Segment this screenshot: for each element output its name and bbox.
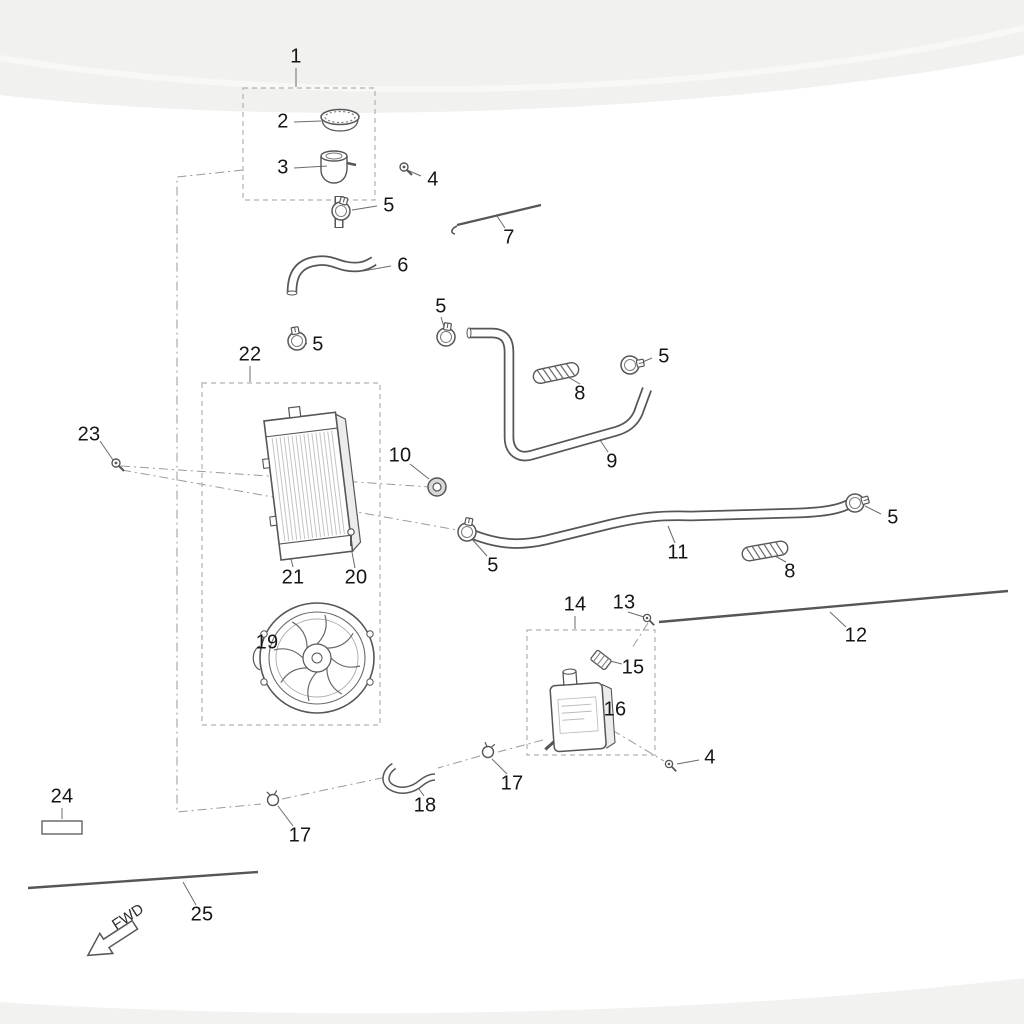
- part-callout-16: 16: [603, 698, 627, 721]
- part-callout-5: 5: [487, 554, 499, 577]
- part-callout-6: 6: [397, 254, 409, 277]
- top-band-arc: [0, 25, 1024, 93]
- assembly-box-14: [526, 629, 656, 756]
- part-callout-17: 17: [500, 772, 524, 795]
- part-callout-22: 22: [238, 343, 262, 366]
- part-callout-3: 3: [277, 156, 289, 179]
- fan-shroud-part: [252, 602, 375, 714]
- part-callout-5: 5: [658, 345, 670, 368]
- grommet-part: [427, 477, 447, 497]
- rod-12-part: [658, 589, 1009, 624]
- filler-neck-part: [320, 150, 357, 184]
- clip-17b-part: [265, 789, 280, 807]
- part-callout-13: 13: [612, 591, 636, 614]
- spring-8b-part: [740, 539, 790, 563]
- clamp-5f-part: [843, 489, 872, 515]
- reservoir-cap-part: [590, 649, 612, 671]
- bolt-4a-part: [399, 162, 413, 176]
- upper-hose-part: [286, 255, 377, 296]
- part-callout-9: 9: [606, 450, 618, 473]
- small-hose-part: [382, 762, 436, 794]
- part-callout-4: 4: [704, 746, 716, 769]
- clamp-5a-part: [329, 194, 355, 223]
- fwd-arrow: [86, 919, 139, 957]
- reservoir-part: [544, 668, 616, 753]
- assembly-box-22: [201, 382, 381, 726]
- part-callout-8: 8: [574, 382, 586, 405]
- leader-lines: [61, 68, 882, 906]
- part-callout-12: 12: [844, 624, 868, 647]
- rod-7-part: [451, 203, 542, 235]
- assembly-box-1: [242, 87, 376, 201]
- part-callout-10: 10: [388, 444, 412, 467]
- part-callout-20: 20: [344, 566, 368, 589]
- part-callout-5: 5: [312, 333, 324, 356]
- part-callout-25: 25: [190, 903, 214, 926]
- part-callout-17: 17: [288, 824, 312, 847]
- rod-25-part: [27, 870, 259, 890]
- bolt-4b-part: [664, 759, 678, 773]
- lower-hose-part: [466, 493, 863, 549]
- part-callout-11: 11: [667, 541, 689, 564]
- bolt-23-part: [111, 458, 125, 472]
- clamp-5d-part: [618, 352, 647, 377]
- bolt-13-part: [642, 613, 656, 627]
- plate-24-part: [41, 820, 83, 835]
- part-callout-8: 8: [784, 560, 796, 583]
- part-callout-4: 4: [427, 168, 439, 191]
- part-callout-24: 24: [50, 785, 74, 808]
- spring-8a-part: [531, 360, 581, 386]
- radiator-cap-part: [320, 108, 360, 132]
- part-callout-15: 15: [621, 656, 645, 679]
- middle-hose-part: [466, 327, 652, 462]
- radiator-part: [262, 405, 362, 561]
- part-callout-5: 5: [887, 506, 899, 529]
- part-callout-2: 2: [277, 110, 289, 133]
- part-callout-23: 23: [77, 423, 101, 446]
- part-callout-14: 14: [563, 593, 587, 616]
- clamp-5b-part: [284, 324, 309, 353]
- part-callout-1: 1: [290, 45, 302, 68]
- part-callout-5: 5: [435, 295, 447, 318]
- clamp-5c-part: [435, 321, 458, 348]
- bottom-band: [0, 978, 1024, 1024]
- screw-20-part: [347, 528, 355, 546]
- part-callout-21: 21: [281, 566, 305, 589]
- part-callout-18: 18: [413, 794, 437, 817]
- part-callout-19: 19: [255, 631, 279, 654]
- part-callout-5: 5: [383, 194, 395, 217]
- clip-17a-part: [480, 741, 496, 760]
- part-callout-7: 7: [503, 226, 515, 249]
